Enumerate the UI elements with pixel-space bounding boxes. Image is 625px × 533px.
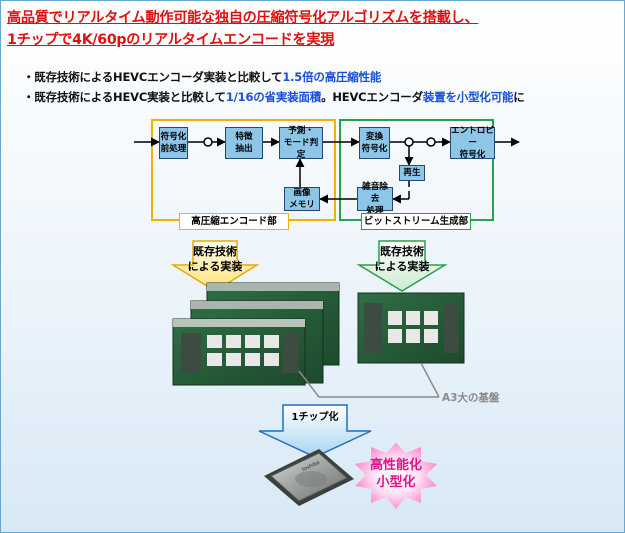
bitstream-generator-label: ビットストリーム生成部 — [361, 213, 471, 230]
image-memory-block: 画像 メモリ — [284, 187, 320, 211]
result-starburst — [355, 443, 437, 509]
bullet-2-emphasis: 1/16の省実装面積 — [225, 90, 322, 104]
bullet-2-tail: に — [513, 90, 525, 104]
bullet-1: ・既存技術によるHEVCエンコーダ実装と比較して1.5倍の高圧縮性能 — [23, 69, 381, 85]
result-text: 高性能化 小型化 — [369, 458, 422, 490]
entropy-coding-block: エントロピー 符号化 — [450, 126, 495, 160]
right-arrow-label: 既存技術 による実装 — [374, 245, 430, 273]
caption-line-left — [298, 370, 439, 398]
right-down-arrow — [356, 240, 448, 292]
bullet-2-emphasis-2: 装置を小型化可能 — [422, 90, 514, 104]
compression-encoder-label: 高圧縮エンコード部 — [179, 213, 289, 230]
chip: toshiba — [264, 449, 354, 506]
chip-down-arrow — [258, 404, 372, 458]
reconstruction-block: 再生 — [399, 165, 425, 181]
title-line-2: 1チップで4K/60pのリアルタイムエンコードを実現 — [7, 32, 335, 48]
single-board — [357, 292, 465, 364]
bullet-2-text: ・既存技術によるHEVC実装と比較して — [23, 90, 226, 104]
feature-extraction-block: 特徴 抽出 — [225, 127, 263, 159]
bullet-2-mid: 。HEVCエンコーダ — [321, 90, 423, 104]
chip-arrow-label: 1チップ化 — [291, 412, 339, 423]
bullet-1-emphasis: 1.5倍の高圧縮性能 — [282, 70, 382, 84]
prediction-mode-block: 予測・ モード判定 — [279, 126, 323, 160]
bullet-1-text: ・既存技術によるHEVCエンコーダ実装と比較して — [23, 70, 283, 84]
preprocess-block: 符号化 前処理 — [159, 127, 188, 159]
left-down-arrow — [170, 240, 260, 292]
bullet-2: ・既存技術によるHEVC実装と比較して1/16の省実装面積。HEVCエンコーダ装… — [23, 89, 525, 105]
board-stack — [172, 282, 340, 386]
transform-coding-block: 変換 符号化 — [359, 127, 390, 159]
caption-line-right — [420, 362, 440, 398]
left-arrow-label: 既存技術 による実装 — [187, 245, 243, 273]
board-size-caption: A3大の基盤 — [442, 392, 500, 404]
title-line-1: 高品質でリアルタイム動作可能な独自の圧縮符号化アルゴリズムを搭載し、 — [7, 10, 479, 26]
